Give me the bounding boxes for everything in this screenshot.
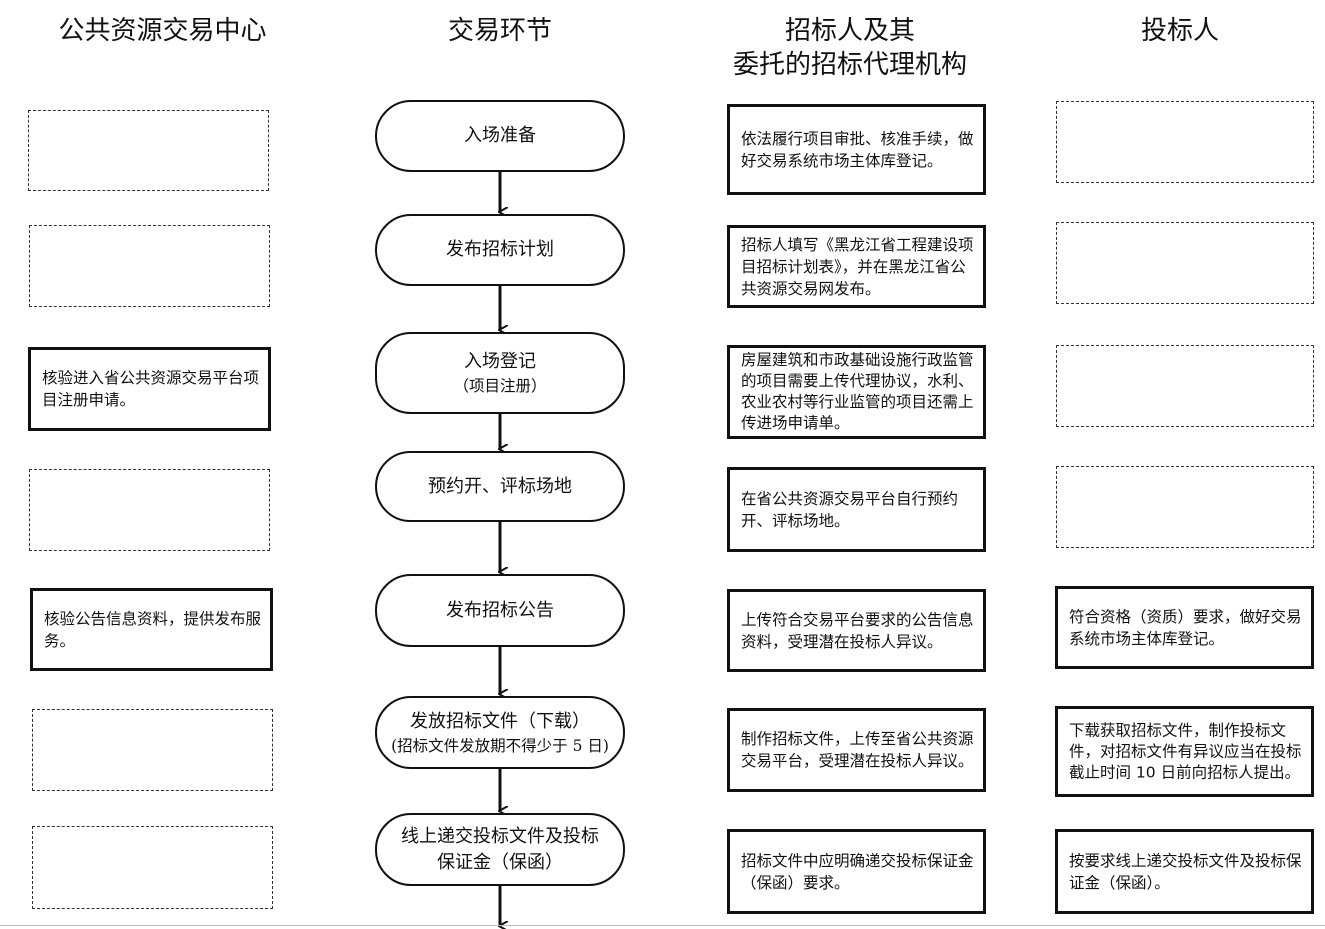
bidder-box-2 [1056,222,1314,304]
bidder-box-3 [1056,345,1314,427]
center-box-7 [32,826,273,909]
stage-step-5-title: 发布招标公告 [446,599,554,621]
stage-step-6: 发放招标文件（下载） (招标文件发放期不得少于 5 日) [375,696,625,769]
bidder-box-5-text: 符合资格（资质）要求，做好交易系统市场主体库登记。 [1069,607,1302,648]
header-trading-center: 公共资源交易中心 [58,16,267,46]
stage-step-3-subtitle: （项目注册） [453,377,547,395]
bidder-box-4 [1056,466,1314,548]
tenderer-box-6-text: 制作招标文件，上传至省公共资源交易平台，受理潜在投标人异议。 [741,730,974,770]
tenderer-box-1-text: 依法履行项目审批、核准手续，做好交易系统市场主体库登记。 [741,129,974,170]
center-box-5: 核验公告信息资料，提供发布服务。 [30,588,273,671]
bidder-box-6: 下载获取招标文件，制作投标文件，对招标文件有异议应当在投标截止时间 10 日前向… [1055,706,1314,797]
tenderer-box-7: 招标文件中应明确递交投标保证金（保函）要求。 [727,829,986,914]
center-box-6 [32,709,273,791]
center-box-5-text: 核验公告信息资料，提供发布服务。 [44,609,262,650]
tenderer-box-4-text: 在省公共资源交易平台自行预约开、评标场地。 [741,489,959,530]
page-bottom-rule [0,925,1325,926]
stage-step-7: 线上递交投标文件及投标保证金（保函） [375,813,625,886]
center-box-3: 核验进入省公共资源交易平台项目注册申请。 [28,347,271,431]
stage-step-6-subtitle: (招标文件发放期不得少于 5 日) [391,736,609,755]
stage-step-2: 发布招标计划 [375,214,625,286]
bidder-box-7-text: 按要求线上递交投标文件及投标保证金（保函）。 [1069,851,1302,892]
bidder-box-5: 符合资格（资质）要求，做好交易系统市场主体库登记。 [1055,586,1314,669]
bidder-box-1 [1056,101,1314,183]
header-tenderer-line1: 招标人及其 [784,16,915,46]
tenderer-box-2: 招标人填写《黑龙江省工程建设项目招标计划表》，并在黑龙江省公共资源交易网发布。 [727,225,986,308]
tenderer-box-5-text: 上传符合交易平台要求的公告信息资料，受理潜在投标人异议。 [741,610,974,651]
header-bidder: 投标人 [1140,16,1219,46]
stage-step-7-title: 线上递交投标文件及投标保证金（保函） [401,825,599,873]
bidder-box-7: 按要求线上递交投标文件及投标保证金（保函）。 [1055,829,1314,914]
stage-step-2-title: 发布招标计划 [446,239,554,260]
tenderer-box-7-text: 招标文件中应明确递交投标保证金（保函）要求。 [741,851,974,892]
stage-step-5: 发布招标公告 [375,574,625,647]
bidder-box-6-text: 下载获取招标文件，制作投标文件，对招标文件有异议应当在投标截止时间 10 日前向… [1069,721,1302,781]
tenderer-box-5: 上传符合交易平台要求的公告信息资料，受理潜在投标人异议。 [727,589,986,672]
center-box-2 [29,225,270,307]
stage-step-3-title: 入场登记 [464,351,536,372]
stage-step-6-title: 发放招标文件（下载） [410,710,590,732]
center-box-1 [28,110,269,191]
stage-step-1: 入场准备 [375,100,625,172]
tenderer-box-3-text: 房屋建筑和市政基础设施行政监管的项目需要上传代理协议，水利、农业农村等行业监管的… [741,351,974,432]
header-tenderer-line2: 委托的招标代理机构 [732,50,967,80]
tenderer-box-4: 在省公共资源交易平台自行预约开、评标场地。 [727,467,986,552]
tenderer-box-1: 依法履行项目审批、核准手续，做好交易系统市场主体库登记。 [727,104,986,195]
center-box-4 [29,469,270,551]
stage-step-1-title: 入场准备 [464,125,536,146]
header-trading-stage: 交易环节 [447,16,552,46]
stage-step-4-title: 预约开、评标场地 [428,475,572,497]
tenderer-box-6: 制作招标文件，上传至省公共资源交易平台，受理潜在投标人异议。 [727,708,986,792]
stage-step-3: 入场登记 （项目注册） [375,332,625,414]
tenderer-box-3: 房屋建筑和市政基础设施行政监管的项目需要上传代理协议，水利、农业农村等行业监管的… [727,345,986,439]
tenderer-box-2-text: 招标人填写《黑龙江省工程建设项目招标计划表》，并在黑龙江省公共资源交易网发布。 [741,235,974,298]
stage-step-4: 预约开、评标场地 [375,451,625,522]
center-box-3-text: 核验进入省公共资源交易平台项目注册申请。 [42,369,260,409]
